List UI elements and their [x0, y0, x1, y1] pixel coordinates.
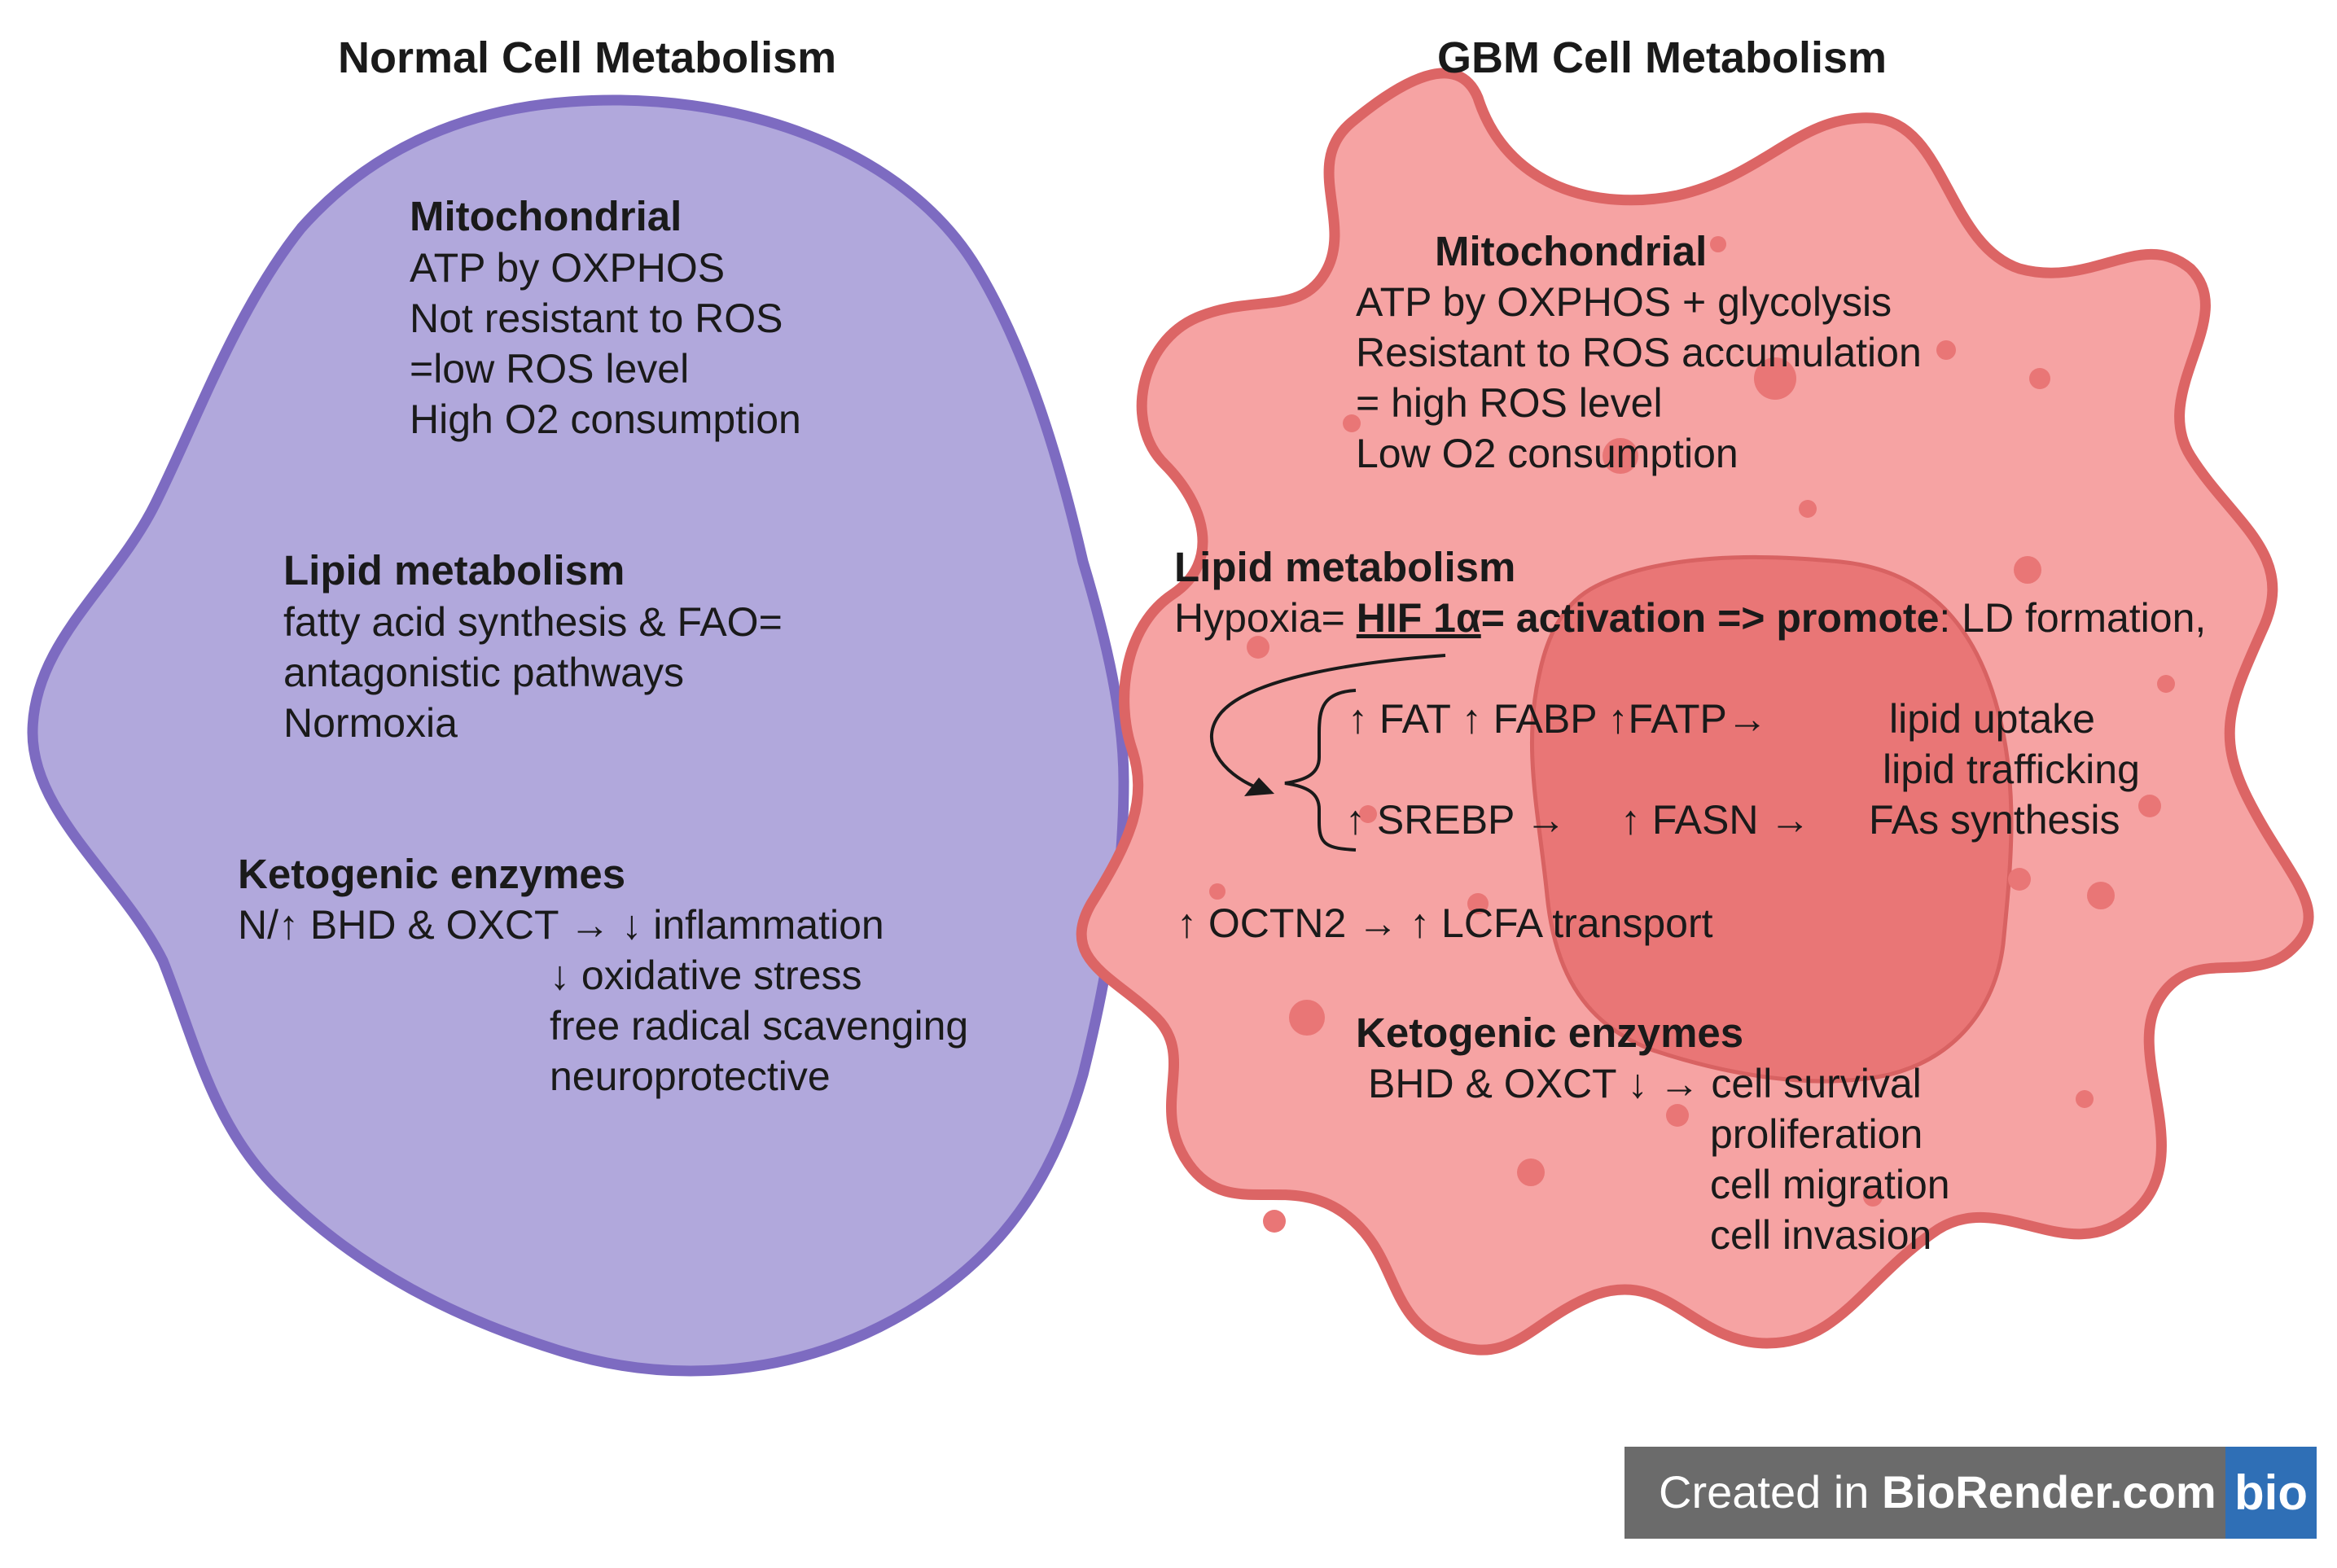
- normal-mito-line: Not resistant to ROS: [410, 296, 783, 341]
- normal-keto-heading: Ketogenic enzymes: [238, 851, 626, 897]
- normal-keto-effect: neuroprotective: [550, 1053, 831, 1099]
- normal-keto-effect: ↓ oxidative stress: [550, 953, 862, 998]
- normal-mito-line: ATP by OXPHOS: [410, 245, 726, 291]
- fas-synthesis-label: FAs synthesis: [1869, 797, 2120, 843]
- gbm-keto-heading: Ketogenic enzymes: [1356, 1010, 1744, 1056]
- gbm-keto-line: BHD & OXCT ↓ → cell survival: [1368, 1061, 1922, 1106]
- octn2-line: ↑ OCTN2 → ↑ LCFA transport: [1177, 900, 1713, 946]
- hif-label: HIF 1α: [1356, 595, 1481, 641]
- badge-prefix: Created in: [1659, 1466, 1882, 1518]
- hypoxia-prefix: Hypoxia=: [1174, 595, 1357, 641]
- hif-curved-arrow: [1210, 654, 1446, 790]
- normal-keto-line: N/↑ BHD & OXCT → ↓ inflammation: [238, 902, 884, 948]
- gbm-mito-line: Low O2 consumption: [1356, 431, 1738, 476]
- normal-lipid-line: fatty acid synthesis & FAO=: [283, 599, 783, 645]
- lipid-uptake-label: lipid uptake: [1889, 696, 2095, 742]
- normal-lipid-line: Normoxia: [283, 700, 458, 746]
- gbm-title: GBM Cell Metabolism: [1437, 33, 1888, 82]
- gbm-keto-effect: cell migration: [1710, 1162, 1950, 1207]
- gbm-mito-heading: Mitochondrial: [1435, 228, 1708, 274]
- gbm-mito-line: ATP by OXPHOS + glycolysis: [1356, 279, 1892, 325]
- normal-keto-effect: free radical scavenging: [550, 1003, 969, 1049]
- fatty-transport-row: ↑ FAT ↑ FABP ↑FATP→: [1348, 696, 1768, 742]
- gbm-lipid-heading: Lipid metabolism: [1174, 544, 1516, 590]
- normal-title: Normal Cell Metabolism: [338, 33, 837, 82]
- normal-mito-line: =low ROS level: [410, 346, 690, 392]
- activation-label: = activation => promote: [1480, 595, 1940, 641]
- badge-brand: BioRender.com: [1881, 1466, 2216, 1518]
- normal-lipid-heading: Lipid metabolism: [283, 547, 625, 593]
- srebp-label: ↑ SREBP →: [1345, 797, 1567, 843]
- gbm-mito-line: = high ROS level: [1356, 380, 1663, 426]
- fasn-label: ↑ FASN →: [1620, 797, 1811, 843]
- gbm-cytoplasm-dots: [1209, 236, 2175, 1233]
- normal-mito-line: High O2 consumption: [410, 396, 801, 442]
- biorender-logo-icon: bio: [2225, 1447, 2317, 1539]
- gbm-keto-effect: cell invasion: [1710, 1212, 1932, 1258]
- biorender-badge[interactable]: Created in BioRender.com bio: [1624, 1447, 2317, 1539]
- normal-lipid-line: antagonistic pathways: [283, 650, 684, 695]
- hypoxia-suffix: : LD formation,: [1939, 595, 2207, 641]
- gbm-nucleus-shape: [1529, 554, 2014, 1084]
- badge-text: Created in BioRender.com: [1659, 1465, 2216, 1520]
- normal-cell-shape: [27, 94, 1129, 1377]
- lipid-trafficking-label: lipid trafficking: [1883, 747, 2140, 792]
- normal-mito-heading: Mitochondrial: [410, 193, 682, 239]
- hif-arrowhead: [1244, 777, 1274, 796]
- gbm-keto-effect: proliferation: [1710, 1111, 1923, 1157]
- gbm-mito-line: Resistant to ROS accumulation: [1356, 330, 1922, 375]
- gbm-hypoxia-line: Hypoxia= HIF 1α= activation => promote: …: [1174, 593, 2206, 643]
- curly-bracket: [1284, 689, 1357, 852]
